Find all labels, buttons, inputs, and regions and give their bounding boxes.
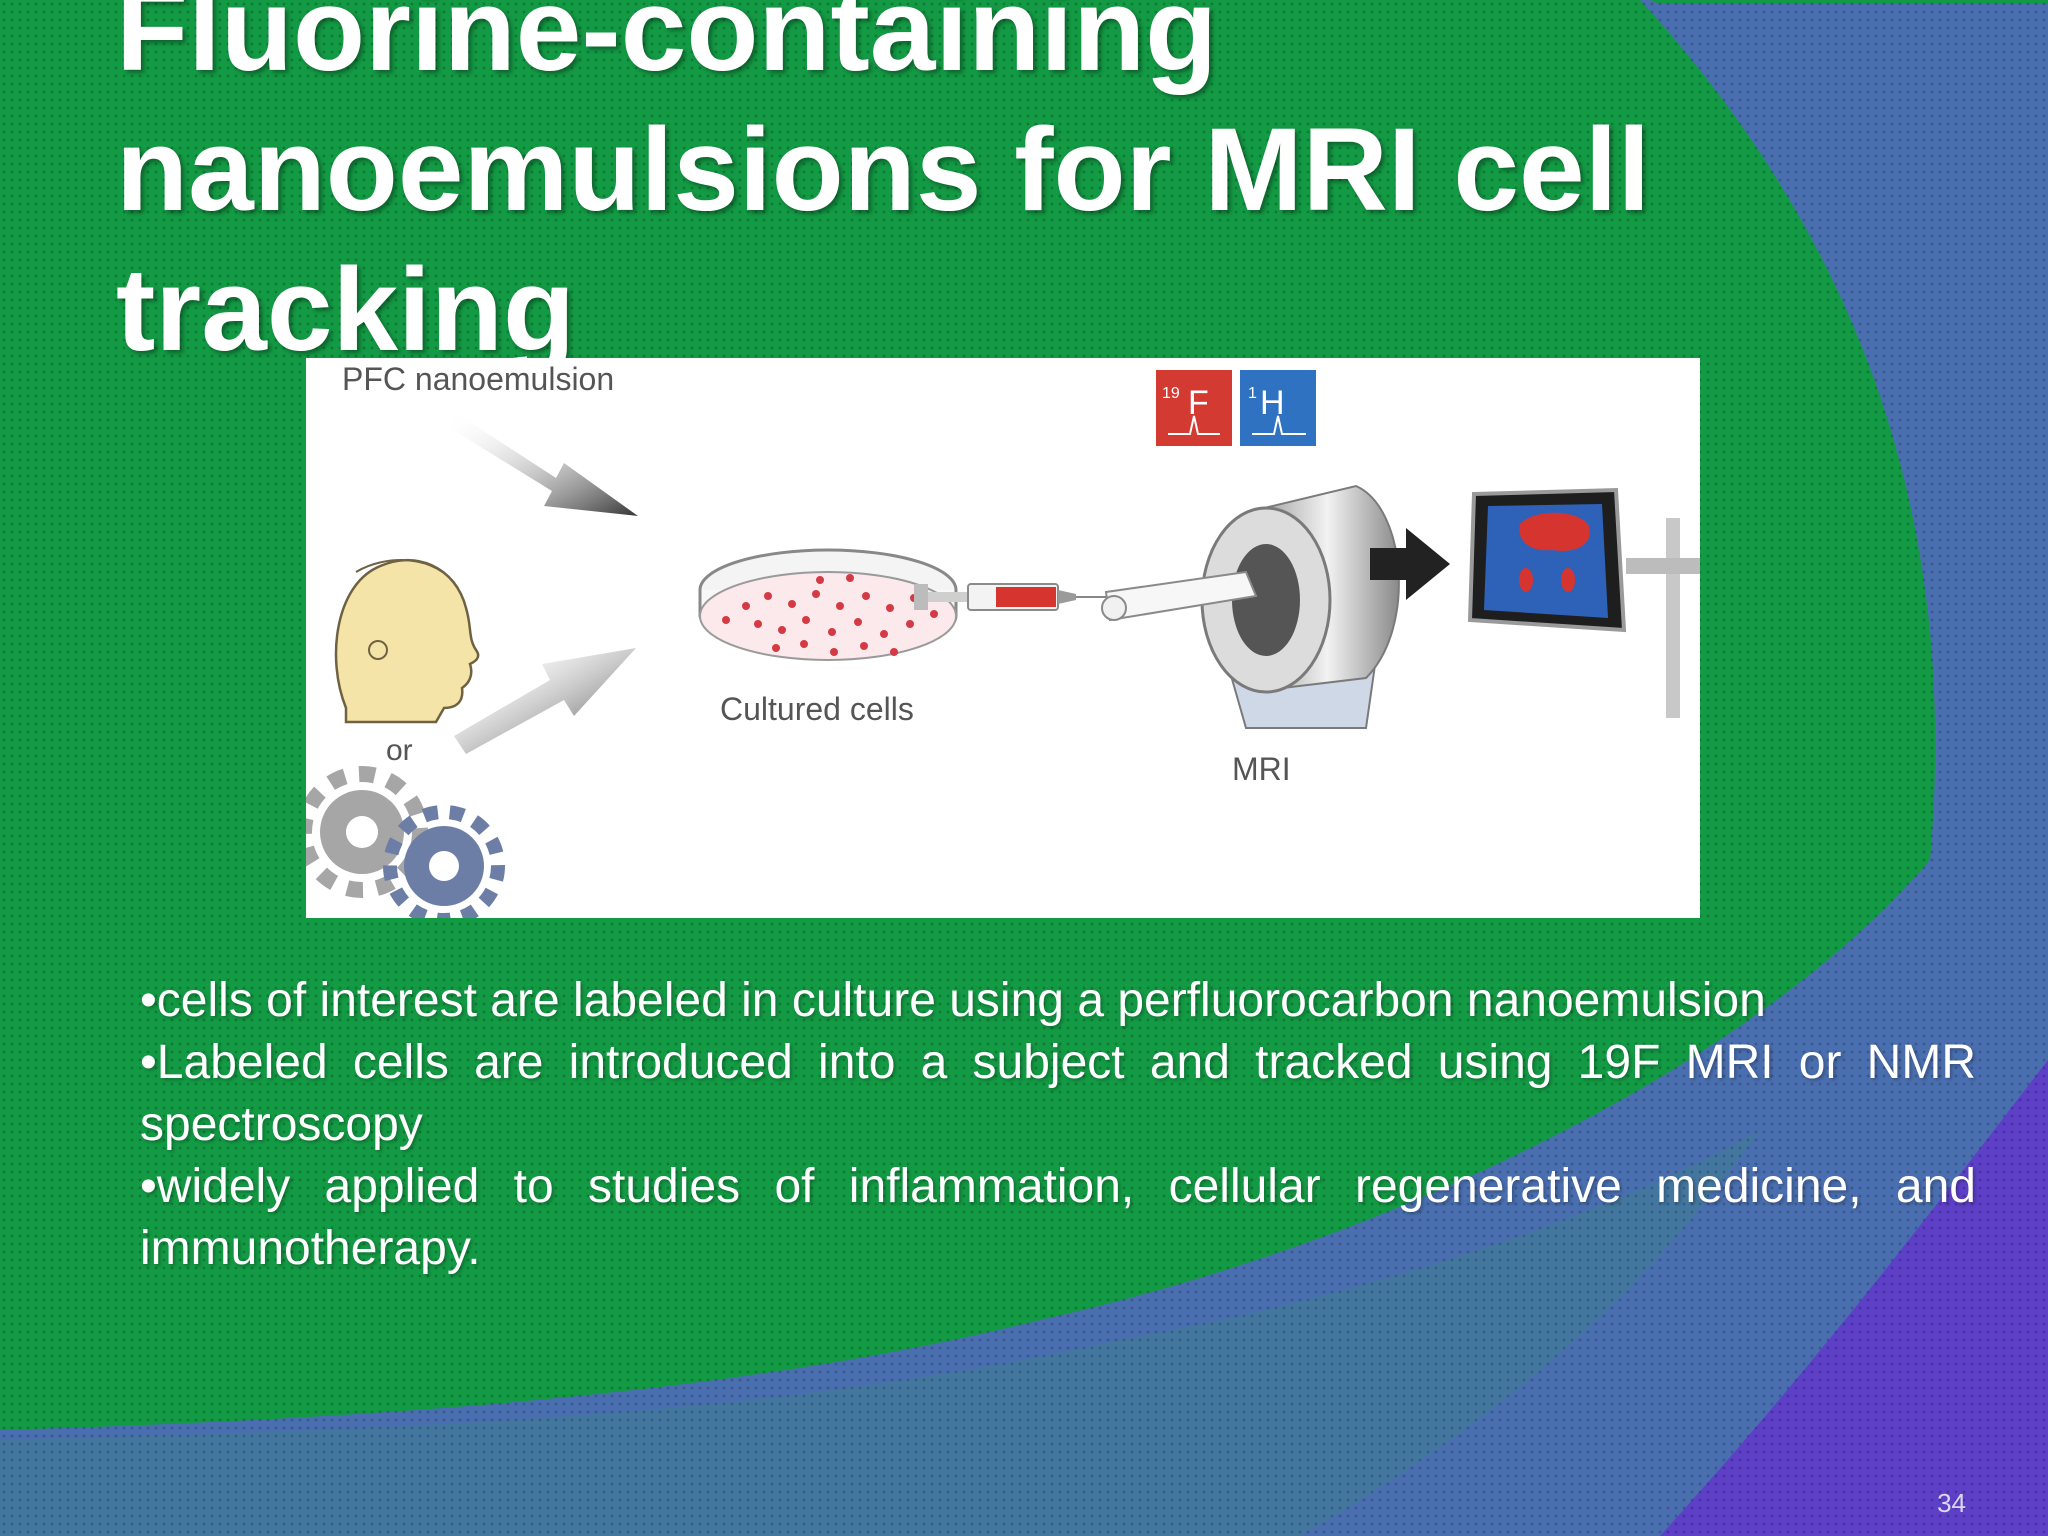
- h1-symbol: H: [1260, 384, 1285, 422]
- monitor-icon: [1467, 487, 1700, 718]
- gear-icon-secondary: [383, 805, 505, 918]
- petri-dish-icon: [698, 548, 958, 661]
- title-line-2: nanoemulsions for MRI cell: [116, 104, 1651, 236]
- mri-label: MRI: [1232, 751, 1291, 787]
- title-line-3: tracking: [116, 244, 576, 376]
- figure-illustration: PFC nanoemulsion or Cultured cells MRI: [306, 361, 1700, 918]
- h1-badge: 1 H: [1240, 370, 1316, 446]
- f19-mass: 19: [1162, 385, 1180, 402]
- arrow-right-icon: [1370, 528, 1450, 600]
- bullet-item: •widely applied to studies of inflammati…: [140, 1160, 1976, 1275]
- f19-badge: 19 F: [1156, 370, 1232, 446]
- syringe-icon: [914, 583, 1114, 611]
- cell-tracking-figure: PFC nanoemulsion or Cultured cells MRI: [306, 358, 1700, 918]
- slide-title: Fluorine-containing nanoemulsions for MR…: [116, 0, 1766, 380]
- h1-mass: 1: [1248, 385, 1257, 402]
- f19-symbol: F: [1188, 384, 1209, 422]
- bullet-item: •cells of interest are labeled in cultur…: [140, 974, 1766, 1027]
- arrow-top-icon: [450, 413, 638, 516]
- cultured-cells-label: Cultured cells: [720, 691, 914, 727]
- bullet-list: •cells of interest are labeled in cultur…: [140, 970, 1976, 1280]
- bullet-item: •Labeled cells are introduced into a sub…: [140, 1036, 1976, 1151]
- page-number: 34: [1937, 1488, 1966, 1518]
- title-line-1: Fluorine-containing: [116, 0, 1218, 96]
- or-label: or: [386, 734, 413, 767]
- pfc-nanoemulsion-label: PFC nanoemulsion: [342, 361, 614, 397]
- arrow-bottom-icon: [454, 648, 636, 754]
- human-head-icon: [334, 558, 480, 724]
- gear-icon: [306, 766, 428, 898]
- mri-scanner-icon: [1101, 484, 1400, 729]
